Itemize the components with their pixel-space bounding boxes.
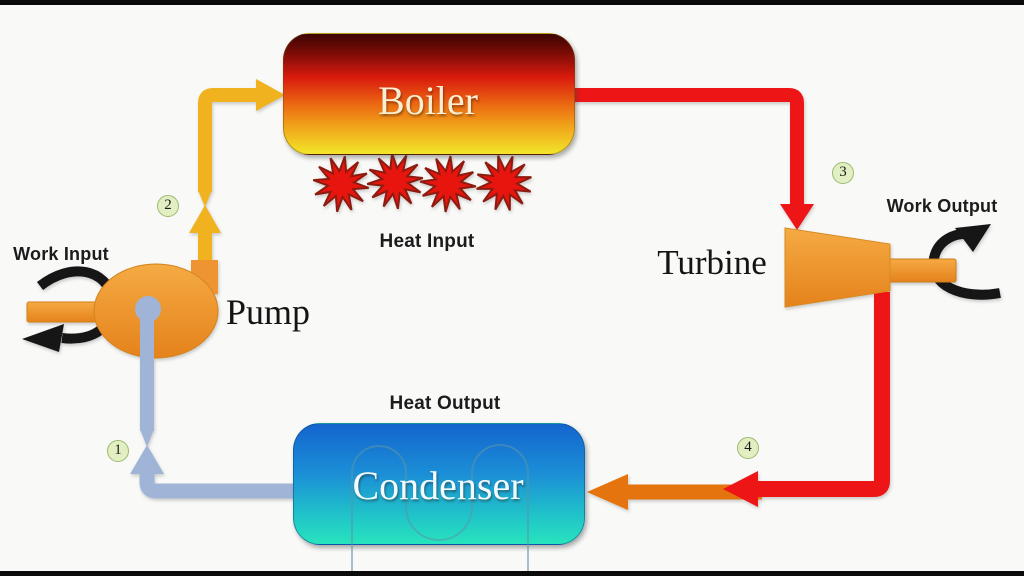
state-point-2-badge: 2	[157, 195, 179, 217]
flame-star-icon	[416, 152, 480, 216]
heat-input-stars	[308, 143, 541, 220]
pipe-boiler-to-turbine	[568, 88, 814, 230]
heat-output-label: Heat Output	[389, 393, 501, 414]
turbine-label: Turbine	[657, 243, 767, 282]
work-output-label: Work Output	[886, 196, 998, 216]
state-point-4-badge: 4	[737, 437, 759, 459]
state-point-3-badge: 3	[832, 162, 854, 184]
pump-label: Pump	[225, 292, 311, 332]
pipe-into-condenser	[587, 474, 762, 510]
letterbox-bar-top	[0, 0, 1024, 5]
pump-shape	[26, 260, 219, 359]
flame-star-icon	[467, 146, 541, 220]
pipe-pump-to-boiler	[189, 79, 285, 268]
letterbox-bar-bottom	[0, 571, 1024, 576]
work-input-label: Work Input	[13, 244, 109, 264]
turbine-shape	[784, 227, 957, 308]
flame-star-icon	[357, 143, 433, 219]
flame-star-icon	[308, 151, 374, 217]
boiler-label: Boiler	[378, 78, 478, 123]
state-point-1-badge: 1	[107, 440, 129, 462]
boiler-box	[283, 33, 575, 155]
heat-input-label: Heat Input	[379, 231, 475, 252]
condenser-label: Condenser	[352, 463, 524, 508]
work-input-rotation-icon	[22, 266, 118, 352]
pipe-turbine-to-condenser	[723, 292, 890, 507]
work-output-rotation-icon	[928, 224, 1001, 300]
